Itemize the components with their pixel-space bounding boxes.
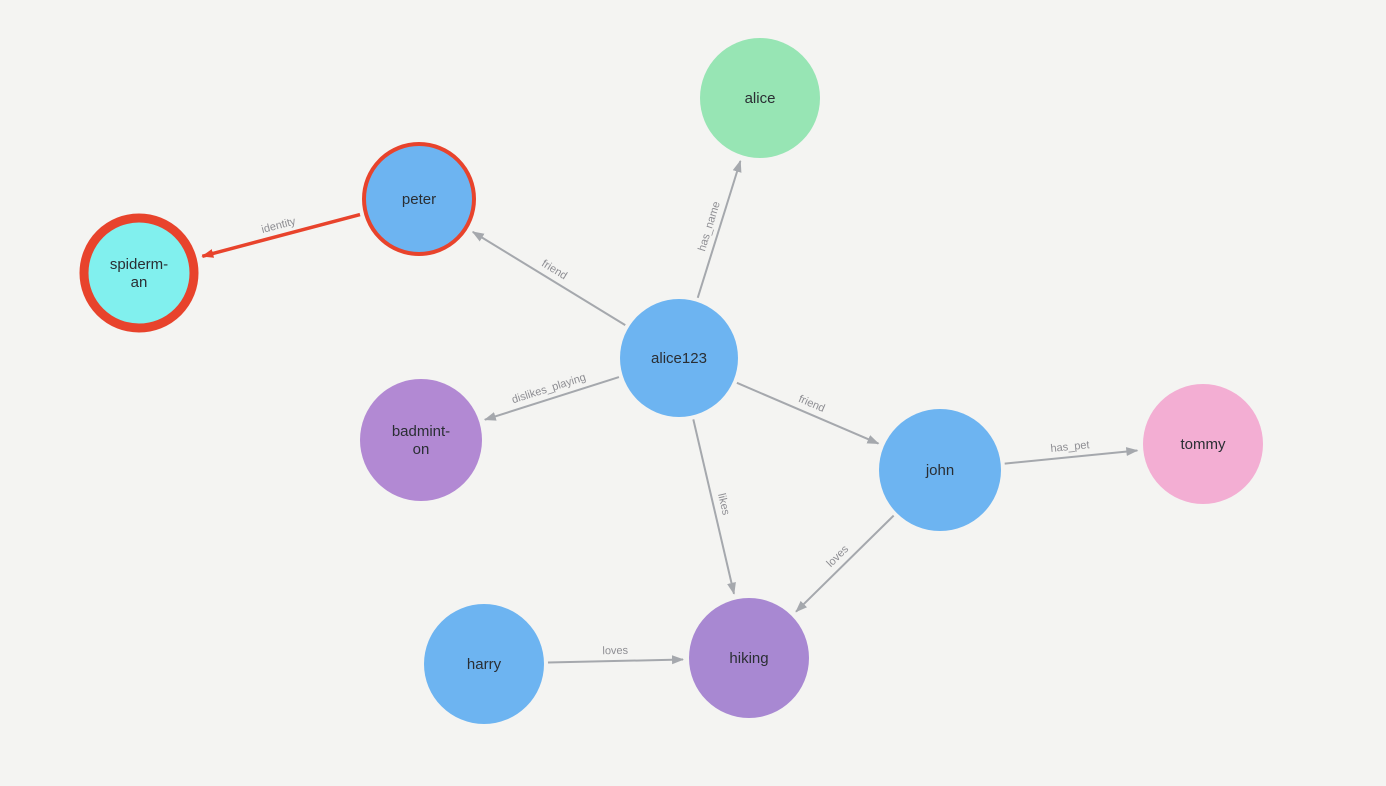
edge-label: loves: [602, 645, 628, 658]
graph-edge-harry-loves-hiking[interactable]: loves: [547, 645, 685, 665]
graph-edge-alice123-has_name-alice[interactable]: has_name: [696, 160, 742, 299]
graph-node-alice[interactable]: alice: [700, 38, 820, 158]
graph-edge-peter-identity-spiderman[interactable]: identity: [201, 212, 361, 258]
graph-node-hiking[interactable]: hiking: [689, 598, 809, 718]
node-layer: alice peter spiderm-an alice123 badmint-on jo…: [79, 38, 1263, 724]
graph-node-tommy[interactable]: tommy: [1143, 384, 1263, 504]
edge-label: likes: [715, 492, 732, 517]
graph-edge-alice123-likes-hiking[interactable]: likes: [692, 419, 736, 595]
graph-node-john[interactable]: john: [879, 409, 1001, 531]
graph-node-alice123[interactable]: alice123: [620, 299, 738, 417]
edge-label: friend: [797, 393, 827, 415]
edge-label: has_pet: [1050, 439, 1090, 455]
graph-edge-alice123-friend-john[interactable]: friend: [736, 381, 880, 445]
graph-node-badminton[interactable]: badmint-on: [360, 379, 482, 501]
edge-label: has_name: [696, 200, 723, 253]
graph-edge-alice123-friend-peter[interactable]: friend: [471, 231, 626, 326]
graph-node-spiderman[interactable]: spiderm-an: [79, 213, 199, 333]
graph-edge-alice123-dislikes_playing-badminton[interactable]: dislikes_playing: [483, 371, 620, 421]
edge-label: friend: [539, 258, 569, 283]
graph-edge-john-loves-hiking[interactable]: loves: [795, 514, 895, 613]
graph-edge-john-has_pet-tommy[interactable]: has_pet: [1004, 439, 1139, 465]
edge-label: loves: [824, 543, 851, 570]
graph-node-peter[interactable]: peter: [362, 142, 476, 256]
edge-label: dislikes_playing: [510, 371, 587, 406]
graph-node-harry[interactable]: harry: [424, 604, 544, 724]
